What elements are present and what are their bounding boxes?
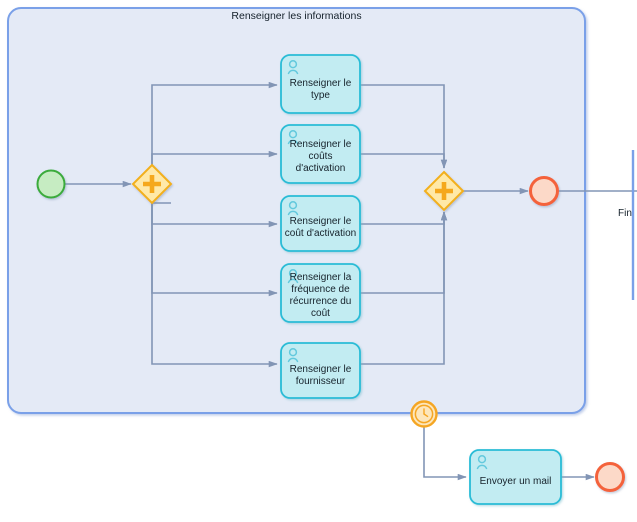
flow-couts-activation-to-join[interactable]: [360, 153, 448, 169]
flow-timer-to-envoyer-un-mail[interactable]: [423, 427, 467, 481]
timer-boundary-event[interactable]: [410, 400, 438, 428]
task-label-renseigner-le-couts-d-activation: Renseigner le coûts d'activation: [289, 139, 352, 174]
clock-icon: [423, 408, 429, 418]
task-label-renseigner-le-cout-d-activation: Renseigner le coût d'activation: [284, 216, 357, 239]
plus-icon: [435, 182, 453, 200]
label-fin: Fin: [618, 208, 632, 219]
task-label-renseigner-le-fournisseur: Renseigner le fournisseur: [289, 363, 352, 387]
task-label-envoyer-un-mail: Envoyer un mail: [479, 476, 552, 487]
task-envoyer-un-mail[interactable]: [469, 449, 562, 505]
end-event-main[interactable]: [529, 176, 559, 206]
task-renseigner-le-couts-d-activation[interactable]: [280, 124, 361, 184]
user-task-icon: [287, 269, 299, 284]
user-task-icon: [287, 348, 299, 363]
user-task-icon: [287, 60, 299, 75]
task-renseigner-le-fournisseur[interactable]: [280, 342, 361, 399]
task-renseigner-le-type[interactable]: [280, 54, 361, 114]
task-label-renseigner-la-frequence-de-recurrence-du-cout: Renseigner la fréquence de récurrence du…: [289, 271, 352, 319]
user-task-icon: [287, 130, 299, 145]
user-task-icon: [476, 455, 488, 470]
user-task-icon: [287, 201, 299, 216]
flow-fournisseur-to-join[interactable]: [360, 211, 448, 365]
plus-icon: [143, 175, 161, 193]
flow-split-to-type[interactable]: [151, 81, 278, 165]
subprocess-title: Renseigner les informations: [231, 10, 362, 22]
task-renseigner-le-cout-d-activation[interactable]: [280, 195, 361, 252]
end-event-mail[interactable]: [595, 462, 625, 492]
flow-type-to-join[interactable]: [360, 84, 448, 169]
task-renseigner-la-frequence-de-recurrence-du-cout[interactable]: [280, 263, 361, 323]
start-event[interactable]: [36, 169, 66, 199]
task-label-renseigner-le-type: Renseigner le type: [289, 78, 352, 101]
flow-split-to-couts-activation[interactable]: [151, 150, 278, 165]
flow-split-to-fournisseur[interactable]: [151, 203, 278, 368]
